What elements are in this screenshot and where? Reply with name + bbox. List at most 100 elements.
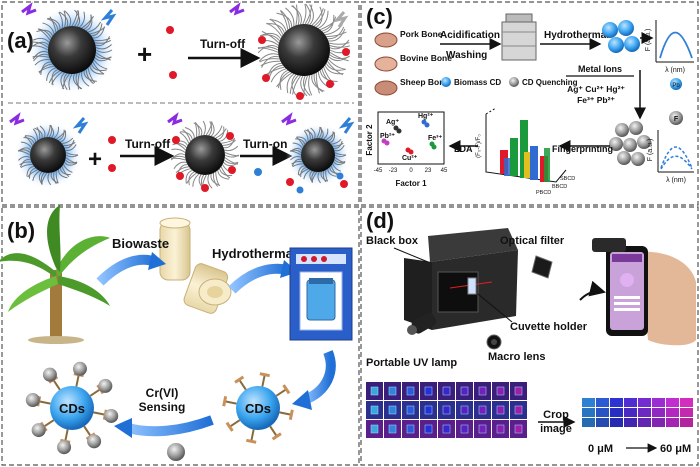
ligand-strand	[29, 167, 36, 179]
receptor-stem	[75, 374, 80, 387]
ligand-strand	[24, 135, 37, 142]
cuvette-spot	[460, 405, 469, 415]
receptor-fork	[234, 375, 245, 384]
receptor-fork	[259, 372, 270, 378]
ligand-strand	[334, 144, 345, 152]
hydrothermal-label-c: Hydrothermal	[544, 30, 609, 41]
ligand-strand	[49, 16, 57, 33]
f-badge-label: F	[674, 116, 679, 123]
ligand-strand	[85, 69, 94, 85]
ligand-strand	[295, 4, 298, 26]
ligand-strand	[60, 72, 65, 90]
cuvette-leader	[477, 293, 513, 323]
cropped-tile	[596, 408, 609, 417]
cuvette-spot	[424, 386, 433, 396]
pb-badge	[670, 78, 682, 90]
ligand-strand	[333, 140, 343, 149]
sensing-label-line1: Cr(VI)	[146, 386, 179, 400]
optical-filter-label: Optical filter	[500, 235, 565, 247]
ligand-strand	[280, 10, 291, 29]
ligand-strand	[26, 165, 35, 177]
cropped-tile	[680, 398, 693, 407]
ligand-strand	[213, 125, 223, 138]
ligand-strand	[333, 159, 346, 164]
ligand-strand	[27, 169, 38, 178]
pork-bone-label: Pork Bone	[400, 29, 443, 39]
factor1-tick: 45	[441, 168, 448, 174]
bound-ion	[87, 434, 102, 449]
cropped-tile	[638, 418, 651, 427]
ligand-strand	[325, 170, 329, 182]
light-bolt-icon	[9, 112, 25, 126]
ligand-strand	[23, 137, 35, 144]
sheep-bone-label: Sheep Bone	[400, 77, 449, 87]
cuvette-spot	[496, 424, 505, 434]
ligand-strand	[305, 129, 314, 140]
factor1-label: Factor 1	[395, 179, 427, 188]
fingerprinting-label: Fingerprinting	[552, 144, 613, 154]
cuvette-spot	[424, 405, 433, 415]
smartphone	[592, 238, 696, 346]
to-phone-arrow	[579, 280, 606, 301]
receptor-fork	[246, 438, 257, 444]
ligand-strand	[215, 128, 227, 139]
cuvette-spot	[478, 386, 487, 396]
ligand-strand	[171, 148, 186, 153]
panel-b-border	[1, 206, 360, 466]
ligand-strand	[60, 130, 67, 143]
ligand-strand	[313, 8, 326, 27]
ligand-strand	[57, 169, 68, 179]
ions-line2: Fe³⁺ Pb²⁺	[577, 95, 615, 105]
ligand-strand	[79, 11, 86, 28]
uv-lamp-label: Portable UV lamp	[366, 357, 457, 369]
bar-label-sbcd: SBCD	[560, 176, 575, 182]
ligand-strand	[20, 159, 31, 168]
ligand-strand	[303, 75, 311, 96]
ligand-strand	[327, 131, 334, 142]
ligand-strand	[334, 154, 347, 158]
ligand-strand	[48, 70, 61, 84]
light-bolt-icon	[167, 112, 183, 126]
ligand-strand	[217, 170, 230, 180]
ligand-strand	[260, 32, 281, 40]
receptor-stem	[89, 388, 101, 397]
sensing-arrow	[126, 415, 214, 437]
plus-sign-1: +	[137, 39, 152, 69]
panel-d-label: (d)	[366, 208, 394, 233]
ligand-strand	[316, 6, 323, 28]
ligand-strand	[63, 10, 67, 28]
cropped-tile	[610, 418, 623, 427]
ligand-strand	[270, 68, 287, 83]
ligand-strand	[46, 18, 59, 31]
ligand-strand	[323, 128, 329, 140]
crop-label-line1: Crop	[543, 409, 569, 421]
ligand-strand	[219, 129, 229, 142]
banana-plant-icon	[0, 205, 110, 344]
cuvette-spot	[406, 386, 415, 396]
ligand-strand	[89, 65, 105, 75]
ligand-strand	[208, 121, 213, 136]
ligand-strand	[18, 156, 31, 161]
ligand-strand	[291, 161, 303, 165]
receptor-stem	[279, 411, 292, 416]
ligand-strand	[304, 4, 313, 25]
hydrothermal-reactor-icon	[289, 247, 353, 341]
ligand-strand	[172, 143, 187, 148]
f-badge	[669, 111, 683, 125]
cu-label: Cu²⁺	[402, 155, 418, 162]
quenched-cd-cluster	[609, 121, 651, 166]
f-axis-label-bottom: F (a.u.)	[647, 139, 654, 162]
receptor-stem	[64, 429, 69, 442]
cd-glowing-small	[9, 112, 89, 189]
ligand-strand	[328, 42, 350, 45]
ligand-strand	[188, 171, 195, 186]
ligand-strand	[94, 56, 112, 62]
ligand-strand	[64, 161, 78, 166]
cuvette-spot	[460, 424, 469, 434]
legend-quench-label: CD Quenching	[522, 78, 578, 87]
ligand-strand	[20, 141, 32, 149]
ligand-strand	[95, 44, 112, 50]
cropped-tile	[610, 408, 623, 417]
cuvette-spot	[370, 405, 379, 415]
ligand-strand	[210, 173, 221, 186]
